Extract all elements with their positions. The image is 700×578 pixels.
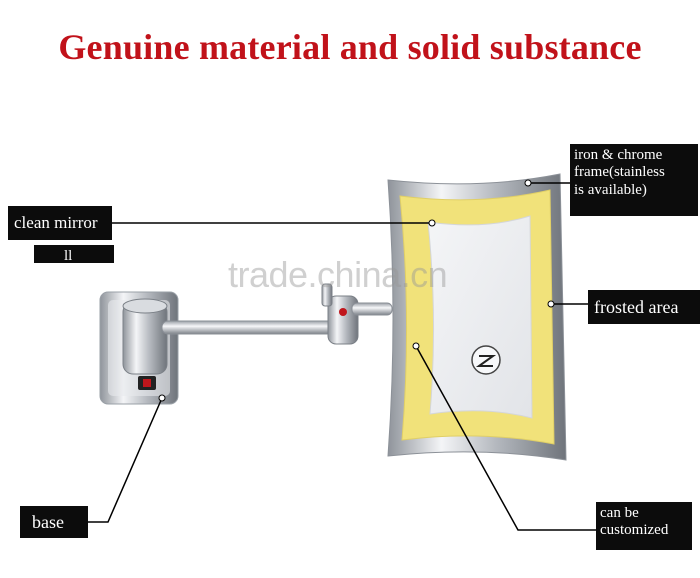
mirror-glass <box>427 215 533 419</box>
label-customized: can be customized <box>596 502 692 550</box>
label-clean-mirror: clean mirror <box>8 206 112 240</box>
label-iron-chrome-frame: iron & chrome frame(stainless is availab… <box>570 144 698 216</box>
page-title: Genuine material and solid substance <box>58 27 642 67</box>
label-base: base <box>20 506 88 538</box>
arm-joint <box>327 295 359 345</box>
label-cut-off: ll <box>34 245 114 263</box>
watermark: trade.china.cn <box>228 254 448 295</box>
swing-arm <box>161 320 341 335</box>
label-frosted-area: frosted area <box>588 290 700 324</box>
